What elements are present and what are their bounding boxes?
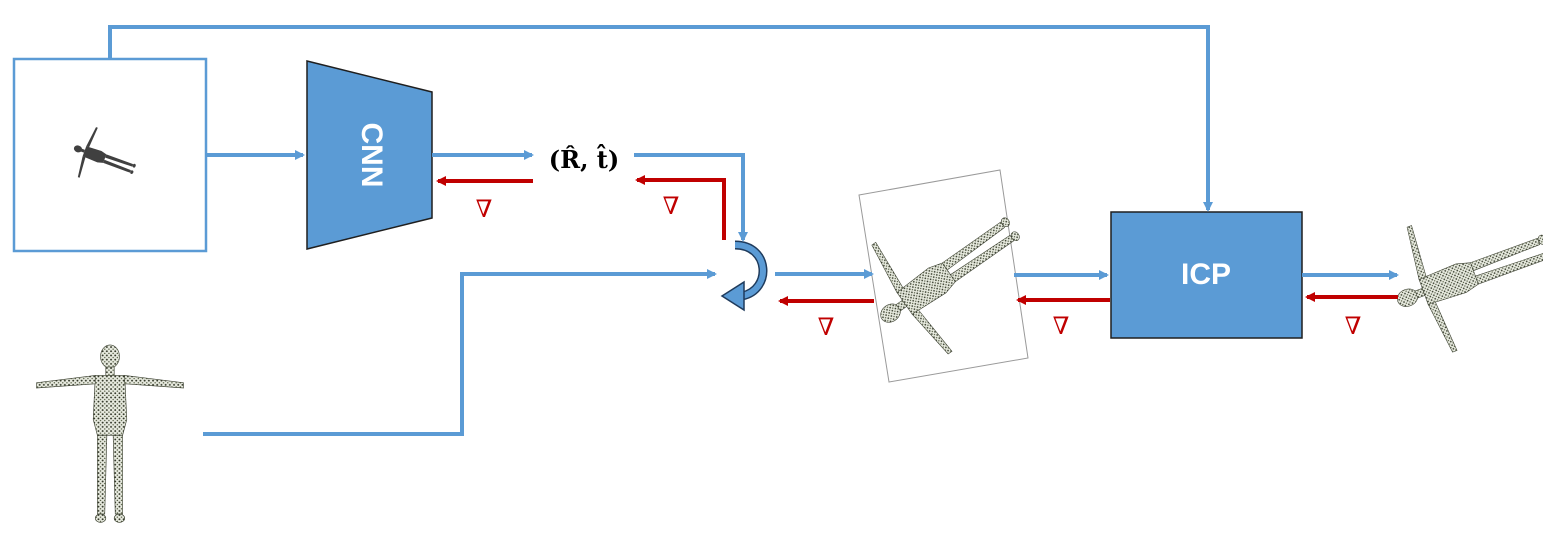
cnn-label: CNN: [355, 123, 388, 188]
image-to-icp-arrow: [108, 25, 1213, 212]
gradient-flow-arrows: [436, 175, 1398, 306]
icp-block: ICP: [1110, 211, 1303, 339]
transform-to-pose-grad-arrow: [635, 175, 726, 240]
grad-symbol-cnn: ∇: [476, 195, 493, 223]
gradient-symbols: ∇ ∇ ∇ ∇ ∇: [476, 192, 1362, 341]
t-pose-human-mesh-icon: [35, 344, 185, 523]
forward-flow-arrows: [108, 25, 1399, 436]
icp-label: ICP: [1181, 258, 1231, 291]
input-image-box: [12, 57, 208, 253]
transformed-mesh-image: [843, 169, 1053, 383]
pose-estimate-label: (R̂, t̂): [549, 144, 619, 174]
grad-symbol-mesh: ∇: [1053, 312, 1070, 340]
grad-symbol-transform: ∇: [818, 313, 835, 341]
rotation-arrow-icon: [720, 240, 768, 312]
pose-to-transform-arrow: [634, 153, 748, 242]
aligned-human-mesh-icon: [1374, 183, 1543, 365]
grad-symbol-icp: ∇: [1345, 312, 1362, 340]
cnn-block: CNN: [306, 60, 433, 250]
template-to-transform-arrow: [203, 269, 717, 436]
grad-symbol-pose: ∇: [663, 192, 680, 220]
